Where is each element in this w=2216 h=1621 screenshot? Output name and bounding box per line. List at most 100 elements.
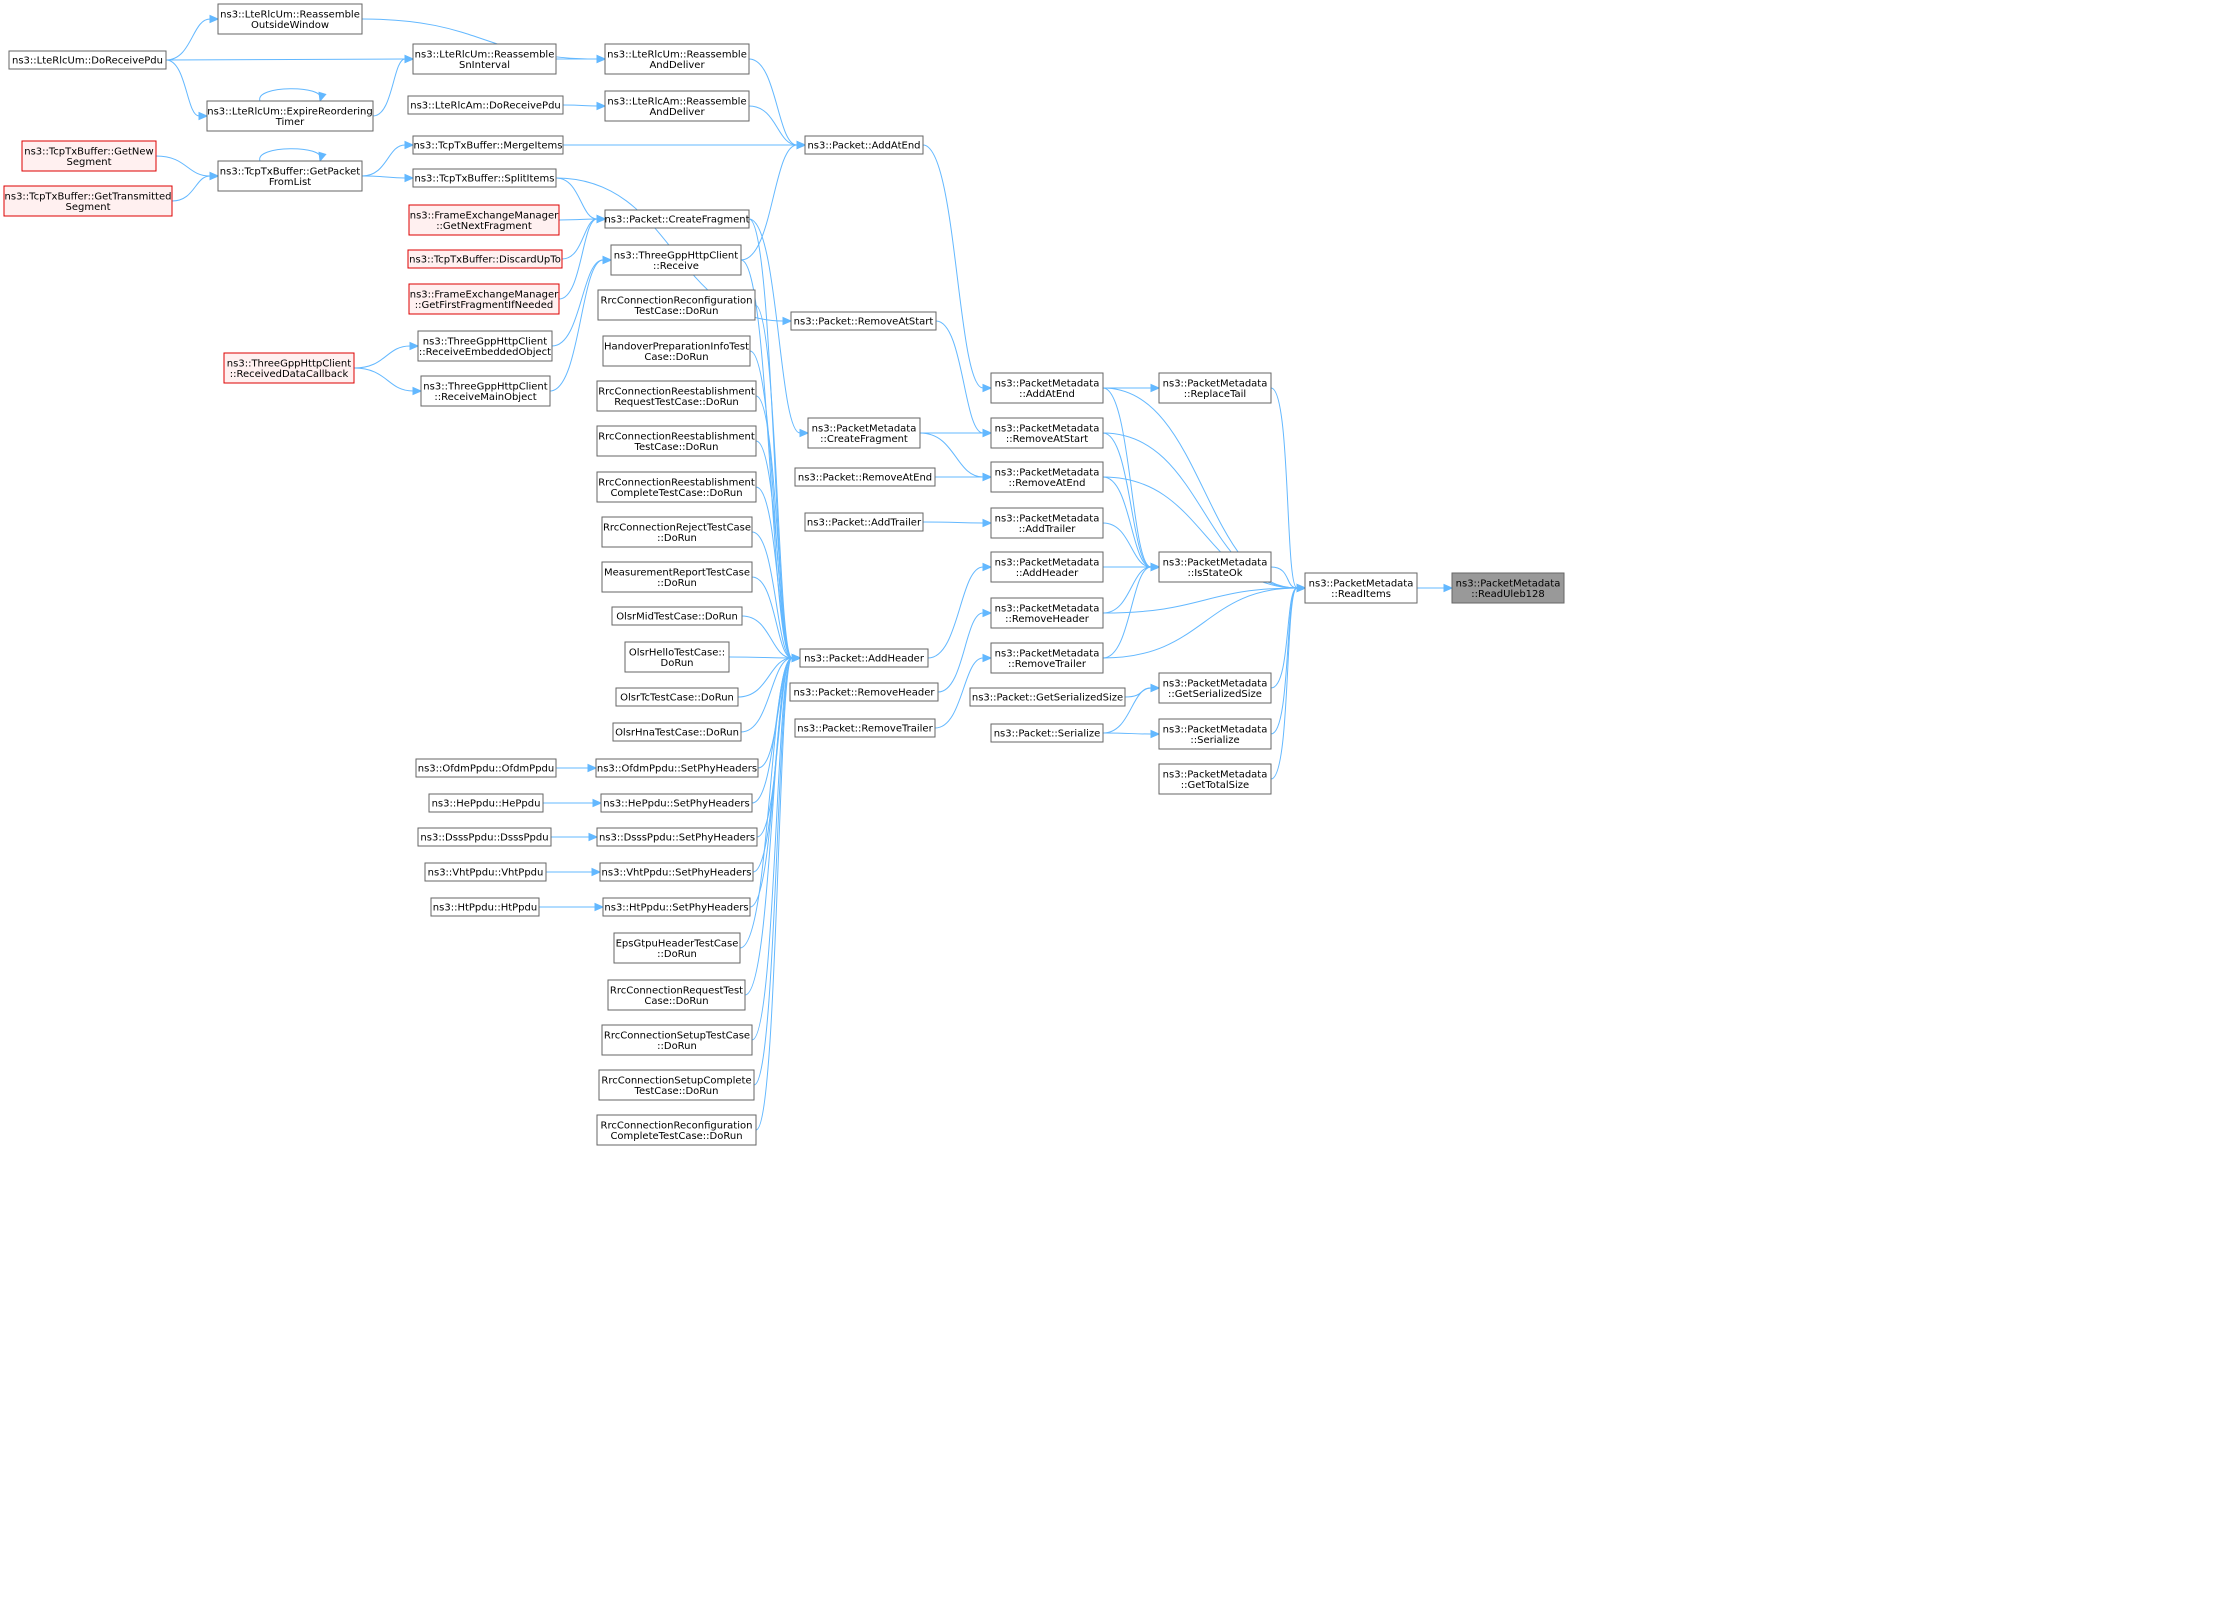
node-t-olsrhna[interactable]: OlsrHnaTestCase::DoRun bbox=[612, 722, 742, 742]
edge-getpacketfromlist-to-mergeitems bbox=[361, 140, 415, 177]
node-box bbox=[611, 606, 743, 626]
node-t-olsrhello[interactable]: OlsrHelloTestCase::DoRun bbox=[624, 641, 730, 673]
node-femgetfirst[interactable]: ns3::FrameExchangeManager::GetFirstFragm… bbox=[408, 283, 560, 315]
node-hector[interactable]: ns3::HePpdu::HePpdu bbox=[428, 793, 544, 813]
node-label-line: OutsideWindow bbox=[251, 20, 329, 31]
node-box bbox=[408, 283, 560, 315]
node-label-line: ns3::FrameExchangeManager bbox=[410, 210, 559, 221]
node-box bbox=[430, 897, 540, 917]
node-pmremoveatend[interactable]: ns3::PacketMetadata::RemoveAtEnd bbox=[990, 461, 1104, 493]
node-pmserialize[interactable]: ns3::PacketMetadata::Serialize bbox=[1158, 718, 1272, 750]
node-pktaddatend[interactable]: ns3::Packet::AddAtEnd bbox=[804, 135, 924, 155]
node-discardupto[interactable]: ns3::TcpTxBuffer::DiscardUpTo bbox=[407, 249, 563, 269]
node-readuleb[interactable]: ns3::PacketMetadata::ReadUleb128 bbox=[1451, 572, 1565, 604]
node-t-reest[interactable]: RrcConnectionReestablishmentTestCase::Do… bbox=[596, 425, 757, 457]
node-heset[interactable]: ns3::HePpdu::SetPhyHeaders bbox=[600, 793, 753, 813]
node-replacetail[interactable]: ns3::PacketMetadata::ReplaceTail bbox=[1158, 372, 1272, 404]
node-pktremovetrailer[interactable]: ns3::Packet::RemoveTrailer bbox=[794, 718, 936, 738]
node-pktaddtrailer[interactable]: ns3::Packet::AddTrailer bbox=[804, 512, 924, 532]
node-label-line: ns3::TcpTxBuffer::DiscardUpTo bbox=[409, 255, 561, 266]
node-pktserialize[interactable]: ns3::Packet::Serialize bbox=[990, 723, 1104, 743]
node-gettotalsize[interactable]: ns3::PacketMetadata::GetTotalSize bbox=[1158, 763, 1272, 795]
node-dsssset[interactable]: ns3::DsssPpdu::SetPhyHeaders bbox=[596, 827, 758, 847]
node-t-rrcreconfcomplete[interactable]: RrcConnectionReconfigurationCompleteTest… bbox=[596, 1114, 757, 1146]
node-t-olsrtc[interactable]: OlsrTcTestCase::DoRun bbox=[615, 687, 739, 707]
node-splititems[interactable]: ns3::TcpTxBuffer::SplitItems bbox=[412, 168, 557, 188]
node-recvembedded[interactable]: ns3::ThreeGppHttpClient::ReceiveEmbedded… bbox=[417, 330, 553, 362]
node-pmaddheader[interactable]: ns3::PacketMetadata::AddHeader bbox=[990, 551, 1104, 583]
node-recvmain[interactable]: ns3::ThreeGppHttpClient::ReceiveMainObje… bbox=[420, 375, 551, 407]
edge-rlcumexpire-to-rlcumexpire bbox=[259, 88, 327, 103]
node-getsersize[interactable]: ns3::PacketMetadata::GetSerializedSize bbox=[1158, 672, 1272, 704]
node-box bbox=[602, 897, 751, 917]
node-pktaddheader[interactable]: ns3::Packet::AddHeader bbox=[799, 648, 929, 668]
node-box bbox=[602, 335, 751, 367]
node-pktremoveatend[interactable]: ns3::Packet::RemoveAtEnd bbox=[794, 467, 936, 487]
node-label-line: ::GetNextFragment bbox=[436, 221, 532, 232]
node-pktgetsersize[interactable]: ns3::Packet::GetSerializedSize bbox=[969, 687, 1126, 707]
node-pktremoveatstart[interactable]: ns3::Packet::RemoveAtStart bbox=[790, 311, 937, 331]
node-t-measreport[interactable]: MeasurementReportTestCase::DoRun bbox=[601, 561, 753, 593]
edge-ofdmctor-to-ofdmset bbox=[555, 763, 598, 773]
node-ofdmset[interactable]: ns3::OfdmPpdu::SetPhyHeaders bbox=[595, 758, 759, 778]
node-box bbox=[412, 168, 557, 188]
node-label-line: ::AddHeader bbox=[1016, 568, 1079, 579]
node-femgetnext[interactable]: ns3::FrameExchangeManager::GetNextFragme… bbox=[408, 204, 560, 236]
edge-recvdatacb-to-recvmain bbox=[353, 367, 423, 396]
node-t-olsrmid[interactable]: OlsrMidTestCase::DoRun bbox=[611, 606, 743, 626]
node-httpreceive[interactable]: ns3::ThreeGppHttpClient::Receive bbox=[610, 244, 742, 276]
node-pmcreatefragment[interactable]: ns3::PacketMetadata::CreateFragment bbox=[807, 417, 921, 449]
edge-pktaddheader-to-pmaddheader bbox=[927, 562, 993, 659]
node-t-reestcomplete[interactable]: RrcConnectionReestablishmentCompleteTest… bbox=[596, 471, 757, 503]
node-htset[interactable]: ns3::HtPpdu::SetPhyHeaders bbox=[602, 897, 751, 917]
node-ofdmctor[interactable]: ns3::OfdmPpdu::OfdmPpdu bbox=[415, 758, 557, 778]
node-pktremoveheader[interactable]: ns3::Packet::RemoveHeader bbox=[789, 682, 939, 702]
node-label-line: ns3::PacketMetadata bbox=[995, 603, 1100, 614]
node-rlcamdoreceive[interactable]: ns3::LteRlcAm::DoReceivePdu bbox=[407, 95, 564, 115]
node-t-rrcsetupcomplete[interactable]: RrcConnectionSetupCompleteTestCase::DoRu… bbox=[598, 1069, 755, 1101]
node-t-reestreq[interactable]: RrcConnectionReestablishmentRequestTestC… bbox=[596, 380, 757, 412]
node-readitems[interactable]: ns3::PacketMetadata::ReadItems bbox=[1304, 572, 1418, 604]
node-pmremovetrailer[interactable]: ns3::PacketMetadata::RemoveTrailer bbox=[990, 642, 1104, 674]
node-htctor[interactable]: ns3::HtPpdu::HtPpdu bbox=[430, 897, 540, 917]
node-label-line: ns3::PacketMetadata bbox=[1163, 557, 1268, 568]
node-recvdatacb[interactable]: ns3::ThreeGppHttpClient::ReceivedDataCal… bbox=[223, 352, 355, 384]
node-mergeitems[interactable]: ns3::TcpTxBuffer::MergeItems bbox=[412, 135, 564, 155]
node-box bbox=[804, 135, 924, 155]
node-rlcumdoreceive[interactable]: ns3::LteRlcUm::DoReceivePdu bbox=[8, 50, 167, 70]
node-pmremoveatstart[interactable]: ns3::PacketMetadata::RemoveAtStart bbox=[990, 417, 1104, 449]
node-box bbox=[597, 289, 756, 321]
node-t-epsgtpu[interactable]: EpsGtpuHeaderTestCase::DoRun bbox=[613, 932, 741, 964]
node-label-line: ::Receive bbox=[653, 261, 699, 272]
node-box bbox=[1158, 672, 1272, 704]
node-label-line: ns3::Packet::RemoveAtEnd bbox=[798, 473, 932, 484]
node-label-line: ::ReceiveEmbeddedObject bbox=[419, 347, 551, 358]
node-pmremoveheader[interactable]: ns3::PacketMetadata::RemoveHeader bbox=[990, 597, 1104, 629]
node-box bbox=[600, 793, 753, 813]
node-t-reject[interactable]: RrcConnectionRejectTestCase::DoRun bbox=[601, 516, 753, 548]
node-pktcreatefragment[interactable]: ns3::Packet::CreateFragment bbox=[604, 209, 750, 229]
node-pmaddatend[interactable]: ns3::PacketMetadata::AddAtEnd bbox=[990, 372, 1104, 404]
node-box bbox=[417, 827, 552, 847]
node-t-rrcreconf[interactable]: RrcConnectionReconfigurationTestCase::Do… bbox=[597, 289, 756, 321]
node-isstateok[interactable]: ns3::PacketMetadata::IsStateOk bbox=[1158, 551, 1272, 583]
node-label-line: ns3::PacketMetadata bbox=[1456, 578, 1561, 589]
node-pmaddtrailer[interactable]: ns3::PacketMetadata::AddTrailer bbox=[990, 507, 1104, 539]
node-box bbox=[601, 516, 753, 548]
node-dsssctor[interactable]: ns3::DsssPpdu::DsssPpdu bbox=[417, 827, 552, 847]
node-vhtset[interactable]: ns3::VhtPpdu::SetPhyHeaders bbox=[599, 862, 754, 882]
node-t-rrcsetup[interactable]: RrcConnectionSetupTestCase::DoRun bbox=[601, 1024, 753, 1056]
edge-pktcreatefragment-to-pmcreatefragment bbox=[748, 218, 810, 438]
node-vhtctor[interactable]: ns3::VhtPpdu::VhtPpdu bbox=[424, 862, 547, 882]
node-label-line: ::DoRun bbox=[657, 949, 697, 960]
